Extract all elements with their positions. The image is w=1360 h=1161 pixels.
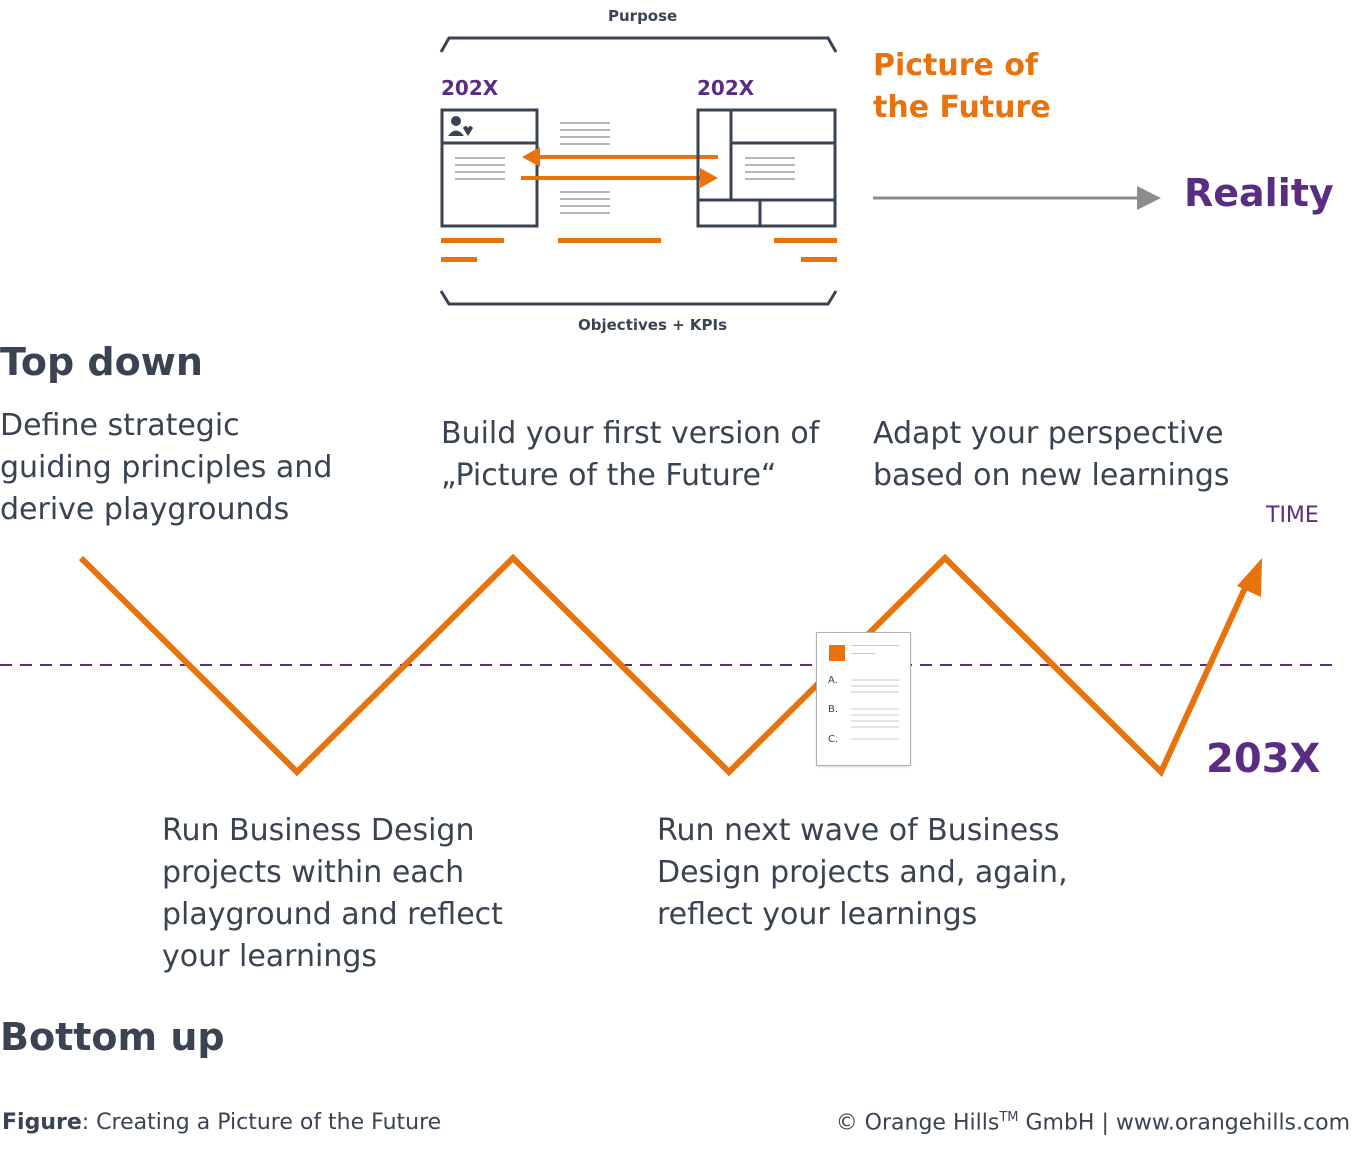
copyright-notice: © Orange HillsTM GmbH | www.orangehills.…: [836, 1110, 1350, 1135]
document-item-c: C.: [828, 734, 839, 745]
document-item-b: B.: [828, 704, 839, 715]
reality-label: Reality: [1184, 171, 1334, 215]
orange-bars: [441, 238, 837, 262]
time-arrowhead: [1237, 558, 1262, 597]
left-arrow: [522, 147, 718, 167]
right-arrow: [521, 168, 718, 188]
objectives-label: Objectives + KPIs: [578, 316, 728, 334]
document-icon: A. B. C.: [816, 632, 911, 766]
copyright-prefix: © Orange Hills: [835, 1110, 1000, 1136]
figure-caption: Figure: Creating a Picture of the Future: [2, 1110, 441, 1135]
framework-diagram: [439, 36, 1161, 306]
document-item-a: A.: [828, 675, 838, 686]
picture-of-future-line1: Picture of: [873, 48, 1038, 83]
time-label: TIME: [1266, 503, 1319, 528]
end-year-label: 203X: [1206, 736, 1321, 782]
step-run-projects: Run Business Design projects within each…: [162, 813, 503, 974]
figure-caption-text: : Creating a Picture of the Future: [81, 1110, 442, 1135]
top-down-heading: Top down: [0, 340, 203, 384]
left-year-label: 202X: [441, 76, 499, 100]
zigzag-timeline: [0, 553, 1335, 778]
step-adapt-perspective: Adapt your perspective based on new lear…: [873, 416, 1230, 493]
zigzag-path: [78, 553, 1248, 778]
bottom-bracket: [439, 290, 838, 306]
trademark-mark: TM: [999, 1110, 1019, 1125]
website-link[interactable]: www.orangehills.com: [1115, 1110, 1350, 1136]
copyright-suffix: GmbH: [1018, 1110, 1095, 1136]
left-canvas-icon: [440, 108, 539, 228]
figure-label: Figure: [2, 1110, 82, 1135]
center-text-lines: [560, 122, 610, 214]
step-run-next-wave: Run next wave of Business Design project…: [657, 813, 1068, 932]
bottom-up-heading: Bottom up: [0, 1015, 225, 1059]
picture-of-future-line2: the Future: [873, 90, 1051, 125]
document-orange-square: [829, 645, 845, 661]
reality-arrow: [873, 186, 1161, 210]
step-build-first-version: Build your first version of „Picture of …: [441, 416, 820, 493]
right-year-label: 202X: [697, 76, 755, 100]
top-bracket: [439, 36, 838, 53]
right-canvas-icon: [696, 108, 837, 228]
purpose-label: Purpose: [608, 7, 678, 25]
picture-of-future-title: Picture of the Future: [873, 45, 1051, 129]
step-define-principles: Define strategic guiding principles and …: [0, 408, 333, 527]
footer-separator: |: [1101, 1110, 1109, 1136]
